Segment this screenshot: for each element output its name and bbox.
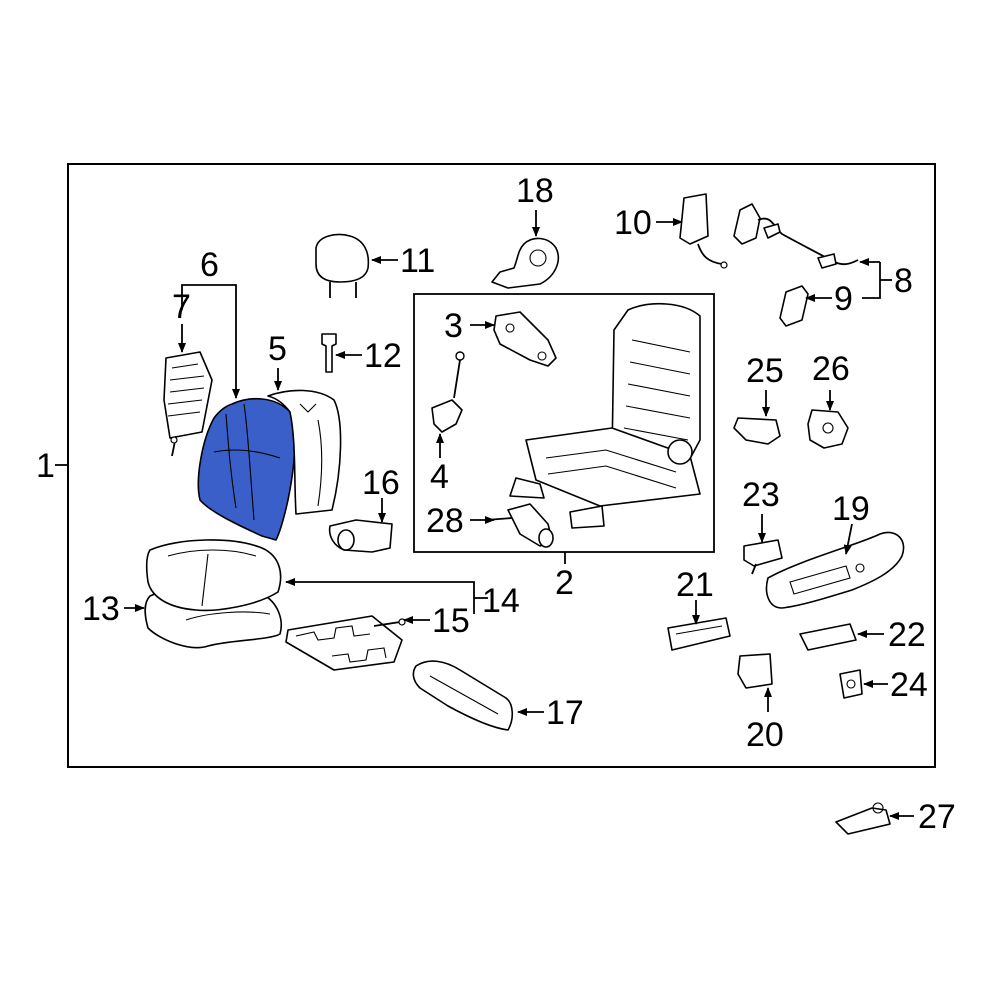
callout-2: 2 [555, 564, 574, 602]
cover-part-25 [733, 417, 781, 445]
cushion-cover-part-14 [145, 539, 282, 612]
callout-8: 8 [894, 262, 913, 300]
callout-20: 20 [746, 716, 784, 754]
callout-1: 1 [36, 447, 55, 485]
side-shield-part-17 [412, 660, 514, 731]
side-panel-part-19 [765, 531, 905, 609]
callout-21: 21 [676, 566, 714, 604]
callout-9: 9 [834, 280, 853, 318]
callout-17: 17 [546, 694, 584, 732]
seat-frame-part-2 [509, 302, 701, 529]
callout-23: 23 [742, 476, 780, 514]
seatback-part-5 [267, 389, 342, 515]
callout-13: 13 [82, 590, 120, 628]
headrest-part-11 [315, 233, 370, 298]
callout-19: 19 [832, 490, 870, 528]
callout-7: 7 [172, 288, 191, 326]
assembly-frame [67, 163, 936, 768]
callout-26: 26 [812, 350, 850, 388]
motor-part-28 [485, 503, 554, 548]
leader-lines [55, 210, 914, 820]
sensor-part-10 [679, 193, 728, 269]
bracket-part-21 [667, 617, 731, 651]
callout-22: 22 [888, 616, 926, 654]
callout-6: 6 [200, 246, 219, 284]
clip-part-23 [743, 539, 783, 575]
callout-25: 25 [746, 352, 784, 390]
seatback-cover-part-6[interactable] [197, 397, 296, 541]
callout-27: 27 [918, 798, 956, 836]
callout-11: 11 [400, 242, 435, 280]
cap-part-27 [835, 802, 891, 835]
callout-16: 16 [362, 464, 400, 502]
callout-12: 12 [364, 337, 402, 375]
callout-28: 28 [426, 502, 464, 540]
callout-14: 14 [482, 582, 520, 620]
headrest-guide-part-12 [321, 333, 337, 373]
callout-15: 15 [432, 602, 470, 640]
callout-18: 18 [516, 172, 554, 210]
callout-10: 10 [614, 204, 652, 242]
heater-mat-part-7 [163, 351, 213, 457]
knob-part-24 [839, 669, 863, 699]
bracket-part-3 [493, 311, 557, 367]
callout-3: 3 [444, 307, 463, 345]
callout-24: 24 [890, 666, 928, 704]
callout-5: 5 [268, 330, 287, 368]
callout-4: 4 [430, 458, 449, 496]
link-part-4 [431, 351, 465, 433]
callout-labels: 1 2 3 4 5 6 7 8 9 10 11 12 13 14 15 16 1… [36, 172, 956, 836]
wire-harness-part-8 [733, 203, 859, 269]
seat-frame-box [413, 293, 715, 553]
switch-part-20 [737, 653, 773, 689]
recliner-cover-part-18 [491, 237, 560, 289]
cushion-heater-part-15 [285, 615, 406, 671]
switch-part-9 [779, 285, 809, 327]
cover-part-26 [807, 409, 849, 449]
knob-part-22 [799, 623, 857, 651]
bracket-part-16 [328, 519, 393, 553]
